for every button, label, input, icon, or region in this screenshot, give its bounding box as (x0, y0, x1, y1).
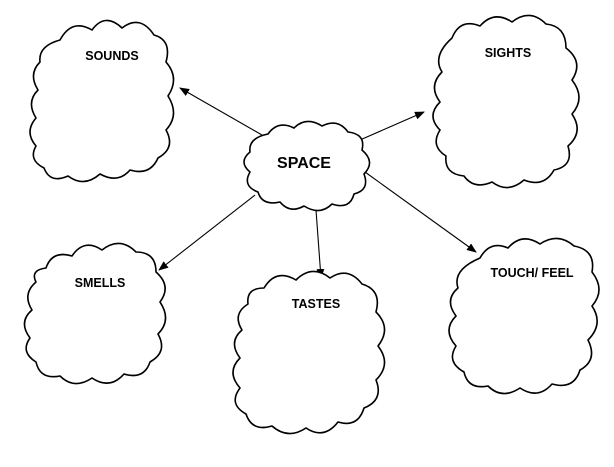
cloud-touch-feel: TOUCH/ FEEL (448, 237, 600, 395)
cloud-tastes-outline (232, 270, 386, 435)
arrow-to-sights (359, 111, 425, 141)
cloud-sounds: SOUNDS (29, 19, 175, 183)
arrow-to-smells (158, 194, 256, 271)
label-tastes: TASTES (292, 297, 340, 311)
label-smells: SMELLS (75, 276, 126, 290)
cloud-space: SPACE (243, 120, 371, 212)
cloud-smells: SMELLS (23, 242, 167, 385)
cloud-sounds-outline (29, 19, 175, 183)
cloud-tastes: TASTES (232, 270, 386, 435)
arrow-to-tastes (315, 209, 325, 279)
cloud-touch-feel-outline (448, 237, 600, 395)
label-space: SPACE (277, 155, 331, 172)
cloud-smells-outline (23, 242, 167, 385)
arrow-to-touch-feel (364, 171, 477, 253)
cloud-sights-outline (432, 14, 580, 189)
label-touch-feel: TOUCH/ FEEL (490, 266, 573, 280)
cloud-sights: SIGHTS (432, 14, 580, 189)
label-sights: SIGHTS (485, 46, 532, 60)
label-sounds: SOUNDS (85, 49, 138, 63)
arrows (158, 87, 477, 279)
arrow-to-sounds (179, 87, 263, 136)
cloud-space-outline (243, 120, 371, 212)
